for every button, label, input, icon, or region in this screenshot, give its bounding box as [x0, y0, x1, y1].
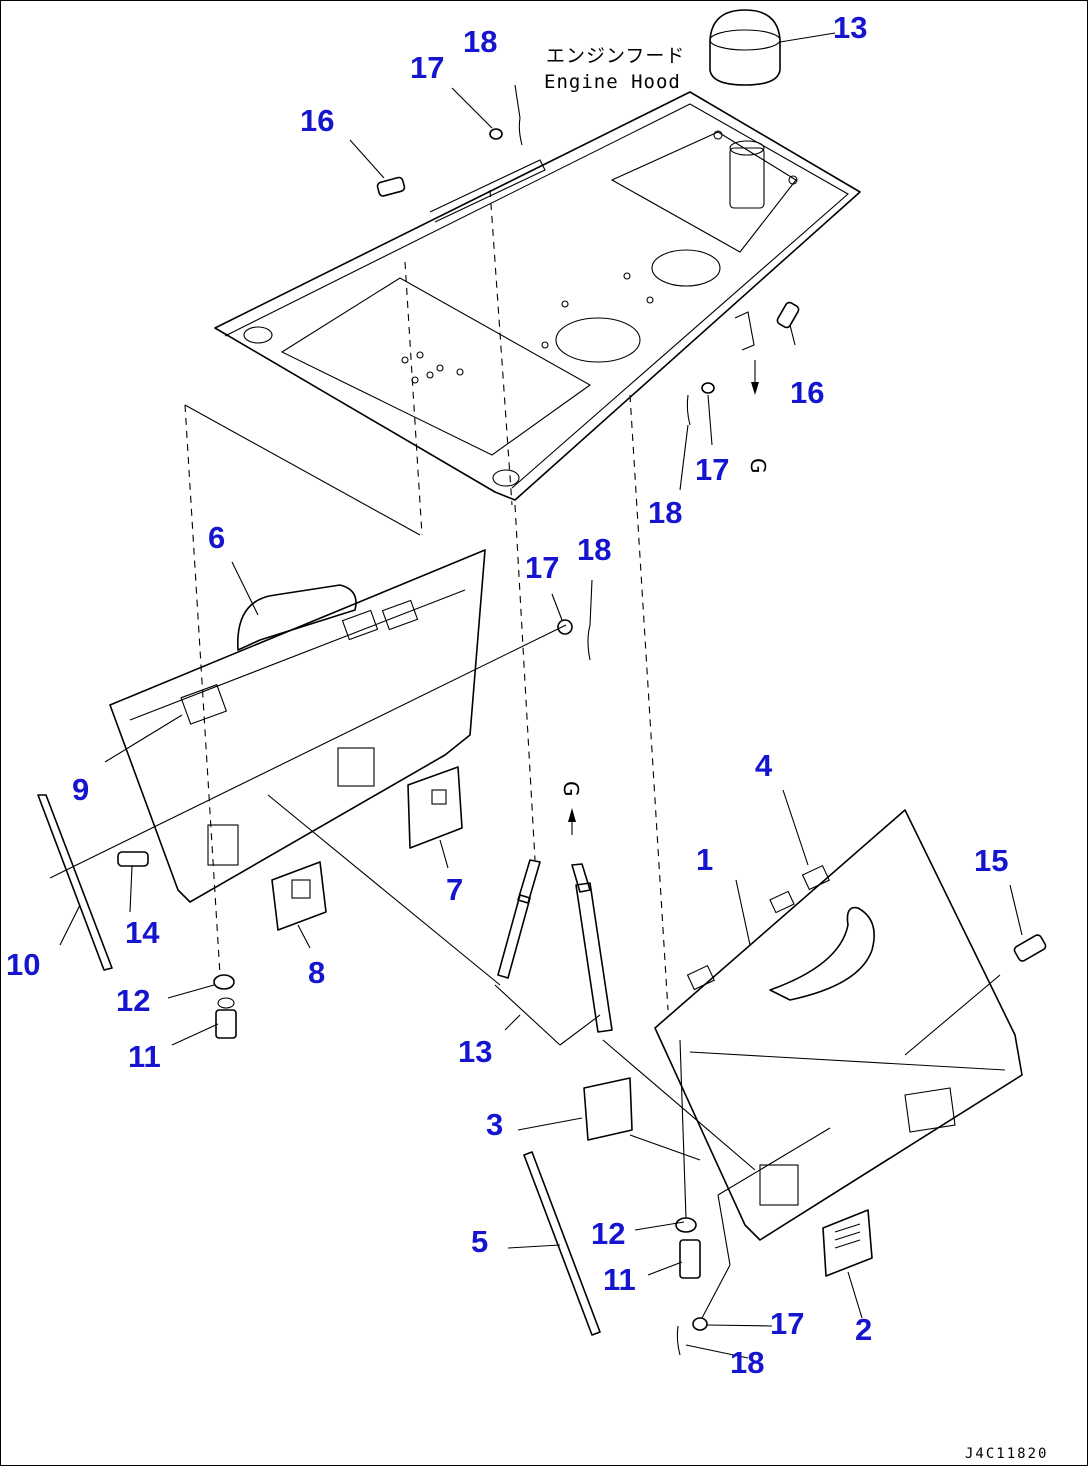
leader-lines [59, 32, 1023, 1359]
stay-rod [37, 794, 113, 971]
callout-11-right: 11 [603, 1262, 636, 1297]
callout-1: 1 [696, 842, 713, 877]
washer-12-right [675, 1217, 697, 1233]
callout-3: 3 [486, 1107, 503, 1142]
callout-15: 15 [974, 843, 1008, 878]
bolt-11-left [215, 997, 237, 1039]
bolt-11-right [679, 1239, 701, 1279]
washer-12-left [213, 974, 235, 990]
callout-18-right: 18 [648, 495, 682, 530]
hood-bolt-holes [401, 130, 798, 384]
callout-9: 9 [72, 772, 89, 807]
lock-plate [407, 766, 463, 849]
callout-16-right: 16 [790, 375, 824, 410]
callout-11-left: 11 [128, 1039, 161, 1074]
callout-labels: 13 18 17 16 16 17 18 6 17 18 4 9 1 15 7 … [6, 10, 1008, 1380]
bolt-13-left [117, 851, 149, 867]
bolt-15 [1013, 934, 1047, 962]
washers-17 [489, 128, 715, 1331]
callout-17-middle: 17 [525, 550, 559, 585]
callout-17-right: 17 [695, 452, 729, 487]
engine-hood-label-english: Engine Hood [544, 71, 681, 93]
callout-14: 13 [458, 1034, 492, 1069]
connection-mark-lower: G [559, 781, 583, 797]
bolt-16-top [376, 176, 406, 197]
right-side-door [654, 809, 1023, 1241]
lock-washers-18 [518, 117, 691, 1356]
connection-arrows [568, 360, 759, 835]
engine-hood-plate [214, 91, 861, 501]
engine-hood-label-japanese: エンジンフード [546, 45, 685, 67]
callout-6: 6 [208, 520, 225, 555]
plate-3 [583, 1077, 633, 1141]
callout-2: 2 [855, 1312, 872, 1347]
callout-16-top: 16 [300, 103, 334, 138]
callout-13-left: 14 [125, 915, 160, 950]
callout-13-top: 13 [833, 10, 867, 45]
callout-12-right: 12 [591, 1216, 625, 1251]
callout-18-middle: 18 [577, 532, 611, 567]
alignment-lines [49, 189, 1001, 1319]
door-lock [271, 861, 327, 931]
callout-4: 4 [755, 748, 773, 783]
gas-spring-left [497, 859, 541, 979]
callout-7: 7 [446, 872, 463, 907]
bolt-16-right [776, 301, 800, 329]
callout-18-bottom: 18 [730, 1345, 764, 1380]
muffler-cap [709, 9, 781, 86]
drawing-number: J4C11820 [965, 1446, 1048, 1462]
callout-18-top: 18 [463, 24, 497, 59]
seal-strip [523, 1151, 601, 1336]
callout-10: 10 [6, 947, 40, 982]
callout-17-bottom: 17 [770, 1306, 804, 1341]
callout-12-left: 12 [116, 983, 150, 1018]
connection-mark-upper: G [746, 458, 770, 474]
gas-spring-right [571, 863, 613, 1033]
engine-hood-label: エンジンフード Engine Hood [544, 45, 685, 93]
callout-17-top: 17 [410, 50, 444, 85]
caution-plate [822, 1209, 873, 1277]
callout-5: 5 [471, 1224, 488, 1259]
left-side-door [109, 549, 486, 903]
callout-8: 8 [308, 955, 325, 990]
